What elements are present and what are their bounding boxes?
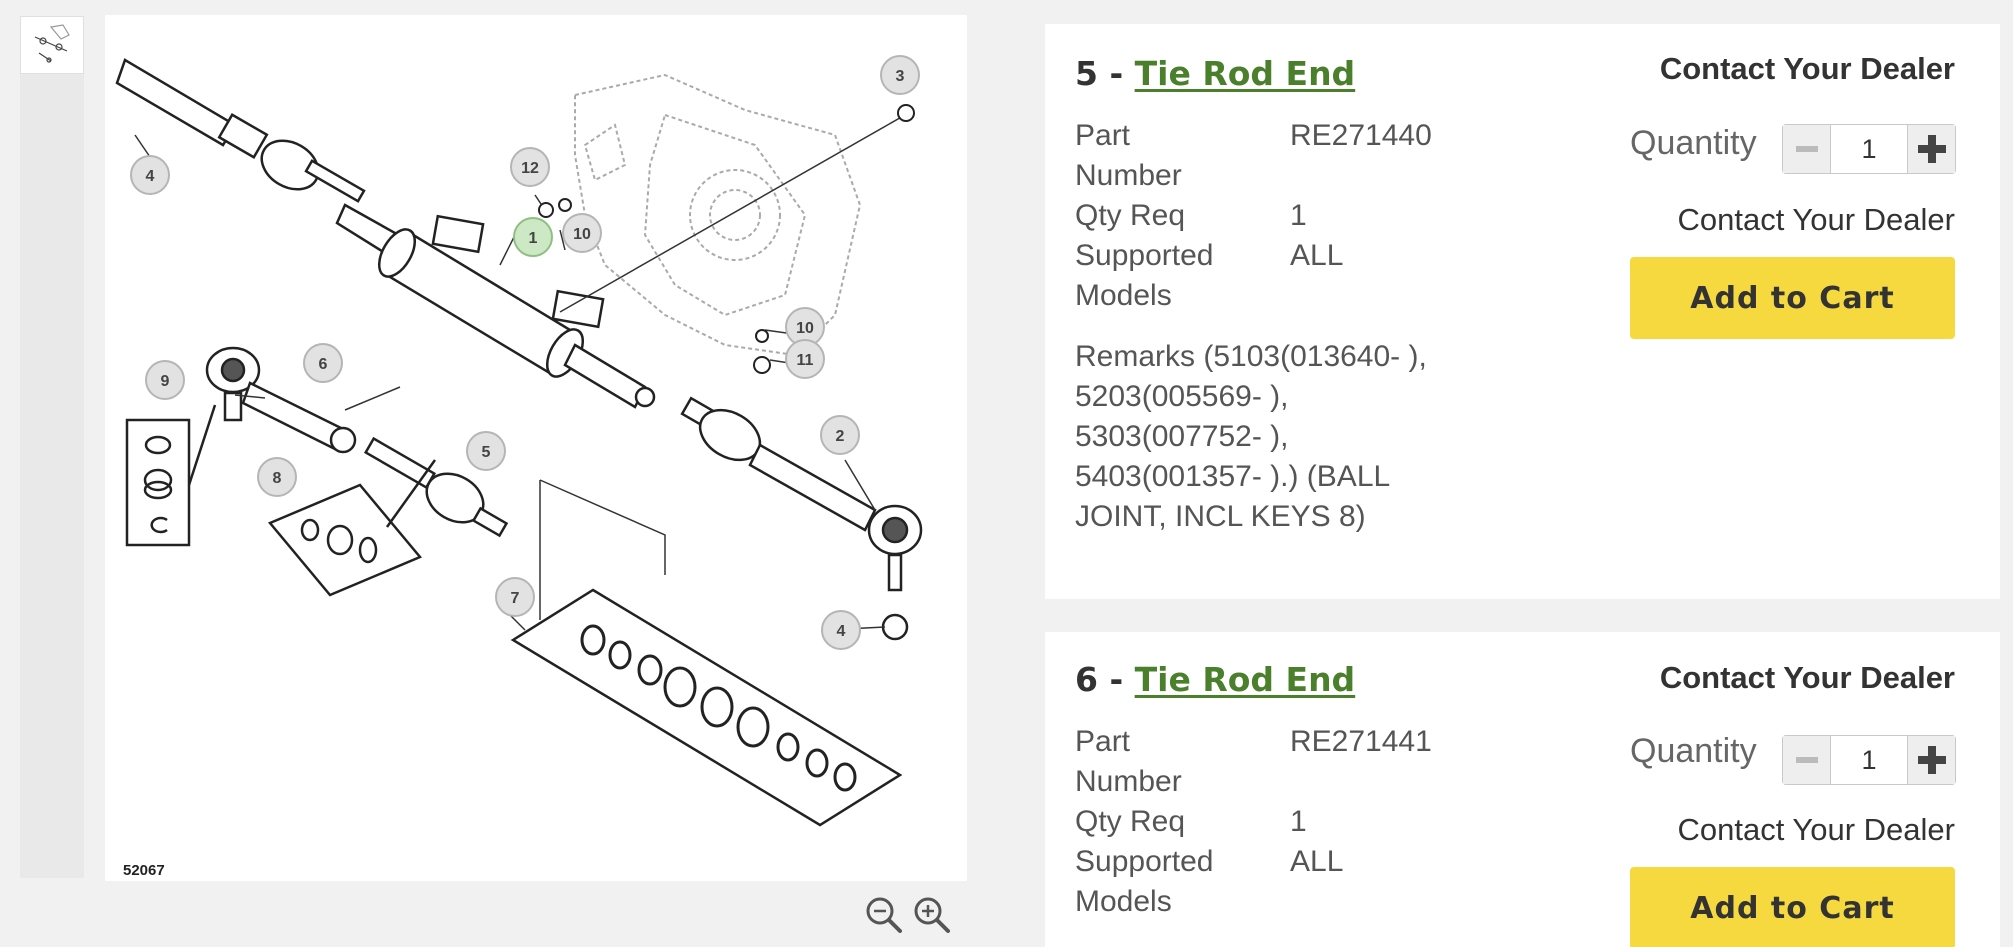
quantity-label: Quantity (1630, 124, 1757, 162)
plus-icon (1917, 135, 1946, 163)
part-title: 6 - Tie Rod End (1075, 660, 1355, 699)
part-name-link[interactable]: Tie Rod End (1134, 54, 1356, 93)
part-card: 6 - Tie Rod End Part Number RE271441 Qty… (1045, 632, 2000, 947)
svg-text:10: 10 (796, 320, 814, 337)
svg-text:7: 7 (511, 590, 520, 607)
part-remarks: Remarks (5103(013640- ), 5203(005569- ),… (1075, 340, 1427, 533)
svg-text:6: 6 (319, 356, 328, 373)
callout-12[interactable]: 12 (510, 147, 550, 187)
contact-dealer-heading: Contact Your Dealer (1659, 51, 1955, 86)
callout-8[interactable]: 8 (257, 457, 297, 497)
supported-models-value: ALL (1290, 845, 1344, 878)
callout-4[interactable]: 4 (130, 155, 170, 195)
svg-text:5: 5 (482, 444, 491, 461)
svg-text:4: 4 (837, 623, 846, 640)
callout-9[interactable]: 9 (145, 360, 185, 400)
part-number-label: Part Number (1075, 725, 1182, 798)
thumbnail-strip (20, 16, 84, 878)
exploded-parts-diagram: 3 4 12 1 10 10 11 6 9 5 2 8 7 4 52067 (105, 15, 967, 881)
part-index: 5 - (1075, 54, 1135, 93)
qty-req-value: 1 (1290, 805, 1307, 838)
quantity-decrease-button[interactable] (1783, 125, 1831, 173)
quantity-input[interactable]: 1 (1861, 134, 1877, 164)
qty-req-value: 1 (1290, 199, 1307, 232)
svg-text:1: 1 (529, 230, 538, 247)
zoom-in-button[interactable] (912, 895, 952, 935)
callout-3[interactable]: 3 (880, 55, 920, 95)
zoom-in-icon (914, 897, 950, 933)
svg-text:3: 3 (896, 68, 905, 85)
supported-models-label: Supported Models (1075, 845, 1214, 918)
part-spec-table: Part Number RE271441 Qty Req 1 Supported… (1075, 722, 1595, 922)
svg-text:2: 2 (836, 428, 845, 445)
plus-icon (1917, 746, 1946, 774)
part-number-label: Part Number (1075, 119, 1182, 192)
minus-icon (1795, 757, 1818, 763)
diagram-drawing: 3 4 12 1 10 10 11 6 9 5 2 8 7 4 52067 (115, 55, 923, 879)
svg-text:9: 9 (161, 373, 170, 390)
diagram-id-label: 52067 (123, 862, 165, 879)
part-title: 5 - Tie Rod End (1075, 54, 1355, 93)
part-spec-table: Part Number RE271440 Qty Req 1 Supported… (1075, 116, 1595, 316)
callout-2[interactable]: 2 (820, 415, 860, 455)
minus-icon (1795, 146, 1818, 152)
callout-group: 3 4 12 1 10 10 11 6 9 5 2 8 7 4 (130, 55, 920, 650)
callout-6[interactable]: 6 (303, 343, 343, 383)
callout-11[interactable]: 11 (785, 339, 825, 379)
supported-models-label: Supported Models (1075, 239, 1214, 312)
quantity-stepper: 1 (1782, 735, 1956, 785)
quantity-increase-button[interactable] (1907, 736, 1955, 784)
part-name-link[interactable]: Tie Rod End (1134, 660, 1356, 699)
quantity-decrease-button[interactable] (1783, 736, 1831, 784)
svg-text:11: 11 (797, 352, 814, 369)
quantity-label: Quantity (1630, 732, 1757, 770)
contact-dealer-heading: Contact Your Dealer (1659, 660, 1955, 695)
contact-dealer-note: Contact Your Dealer (1677, 202, 1955, 237)
add-to-cart-button[interactable]: Add to Cart (1630, 257, 1955, 339)
part-card: 5 - Tie Rod End Part Number RE271440 Qty… (1045, 24, 2000, 599)
contact-dealer-note: Contact Your Dealer (1677, 812, 1955, 847)
add-to-cart-button[interactable]: Add to Cart (1630, 867, 1955, 947)
svg-text:12: 12 (521, 160, 539, 177)
quantity-stepper: 1 (1782, 124, 1956, 174)
svg-text:4: 4 (146, 168, 155, 185)
qty-req-label: Qty Req (1075, 199, 1186, 232)
part-index: 6 - (1075, 660, 1135, 699)
callout-10[interactable]: 10 (562, 213, 602, 253)
quantity-increase-button[interactable] (1907, 125, 1955, 173)
part-number-value: RE271440 (1290, 119, 1432, 152)
callout-4[interactable]: 4 (821, 610, 861, 650)
callout-7[interactable]: 7 (495, 577, 535, 617)
part-number-value: RE271441 (1290, 725, 1432, 758)
qty-req-label: Qty Req (1075, 805, 1186, 838)
callout-1[interactable]: 1 (513, 217, 553, 257)
supported-models-value: ALL (1290, 239, 1344, 272)
svg-text:10: 10 (573, 226, 591, 243)
diagram-thumbnail[interactable] (20, 16, 84, 74)
svg-text:8: 8 (273, 470, 282, 487)
zoom-out-icon (866, 897, 902, 933)
quantity-input[interactable]: 1 (1861, 745, 1877, 775)
callout-5[interactable]: 5 (466, 431, 506, 471)
zoom-out-button[interactable] (864, 895, 904, 935)
